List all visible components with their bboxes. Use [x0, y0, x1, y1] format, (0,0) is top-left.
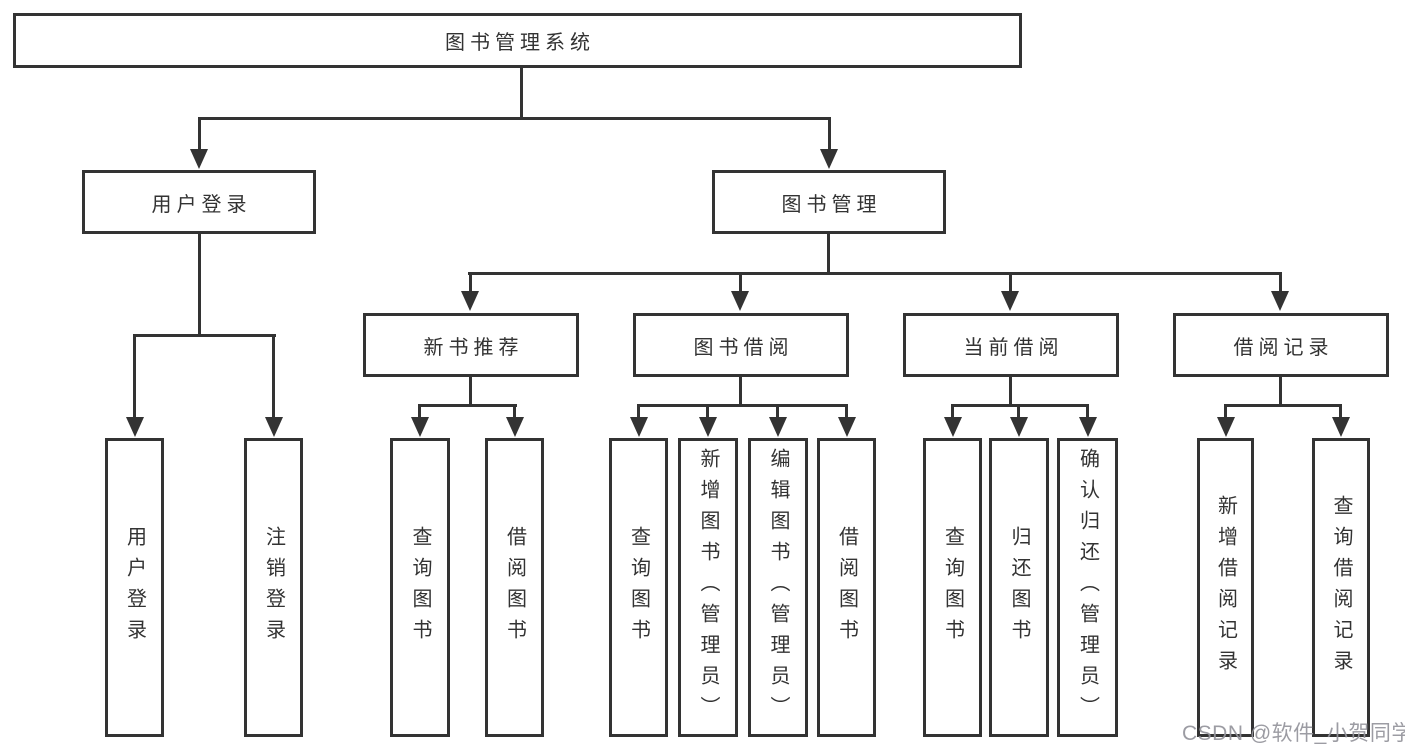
connector-line — [637, 404, 848, 407]
arrow-down-icon — [944, 417, 962, 437]
connector-line — [513, 404, 516, 419]
leaf-query-book-current-label: 查询图书 — [941, 525, 964, 650]
leaf-add-book-admin: 新增图书（管理员） — [678, 438, 738, 737]
leaf-edit-book-admin-label: 编辑图书（管理员） — [767, 448, 789, 727]
leaf-query-borrow-record: 查询借阅记录 — [1312, 438, 1370, 737]
leaf-add-borrow-record-label: 新增借阅记录 — [1214, 494, 1237, 681]
connector-line — [1009, 272, 1012, 293]
connector-line — [418, 404, 421, 419]
connector-line — [1086, 404, 1089, 419]
connector-line — [845, 404, 848, 419]
leaf-query-book-current: 查询图书 — [923, 438, 982, 737]
arrow-down-icon — [411, 417, 429, 437]
connector-line — [133, 334, 276, 337]
leaf-add-book-admin-label: 新增图书（管理员） — [697, 448, 719, 727]
arrow-down-icon — [820, 149, 838, 169]
connector-line — [198, 117, 201, 151]
arrow-down-icon — [838, 417, 856, 437]
arrow-down-icon — [461, 291, 479, 311]
connector-line — [469, 375, 472, 407]
connector-line — [520, 66, 523, 119]
arrow-down-icon — [190, 149, 208, 169]
connector-line — [739, 375, 742, 407]
connector-line — [1009, 375, 1012, 407]
arrow-down-icon — [731, 291, 749, 311]
leaf-borrow-book-label: 借阅图书 — [835, 525, 858, 650]
arrow-down-icon — [126, 417, 144, 437]
arrow-down-icon — [1079, 417, 1097, 437]
leaf-query-book-recommend-label: 查询图书 — [409, 525, 431, 650]
node-user-login-label: 用户登录 — [151, 193, 252, 216]
leaf-confirm-return-admin: 确认归还（管理员） — [1057, 438, 1118, 737]
node-current-borrowing: 当前借阅 — [903, 313, 1119, 377]
node-book-borrowing-label: 图书借阅 — [693, 336, 794, 359]
connector-line — [637, 404, 640, 419]
connector-line — [828, 117, 831, 151]
connector-line — [198, 232, 201, 335]
arrow-down-icon — [630, 417, 648, 437]
connector-line — [776, 404, 779, 419]
node-borrowing-records-label: 借阅记录 — [1233, 336, 1334, 359]
node-book-management: 图书管理 — [712, 170, 946, 234]
leaf-add-borrow-record: 新增借阅记录 — [1197, 438, 1254, 737]
leaf-return-book-label: 归还图书 — [1008, 525, 1030, 650]
node-root-label: 图书管理系统 — [445, 32, 595, 54]
connector-line — [1224, 404, 1342, 407]
node-book-borrowing: 图书借阅 — [633, 313, 849, 377]
node-user-login: 用户登录 — [82, 170, 316, 234]
connector-line — [133, 334, 136, 419]
arrow-down-icon — [1217, 417, 1235, 437]
leaf-user-login: 用户登录 — [105, 438, 164, 737]
arrow-down-icon — [265, 417, 283, 437]
node-new-book-recommend: 新书推荐 — [363, 313, 579, 377]
leaf-query-book-borrowing-label: 查询图书 — [627, 525, 650, 650]
connector-line — [272, 334, 275, 419]
connector-line — [1224, 404, 1227, 419]
connector-line — [468, 272, 1281, 275]
connector-line — [1279, 272, 1282, 293]
leaf-logout: 注销登录 — [244, 438, 303, 737]
arrow-down-icon — [1010, 417, 1028, 437]
node-root: 图书管理系统 — [13, 13, 1022, 68]
connector-line — [469, 272, 472, 293]
connector-line — [418, 404, 517, 407]
connector-line — [1279, 375, 1282, 407]
connector-line — [1339, 404, 1342, 419]
csdn-watermark: CSDN @软件_小贺同学 — [1182, 722, 1405, 745]
leaf-query-book-recommend: 查询图书 — [390, 438, 450, 737]
connector-line — [739, 272, 742, 293]
leaf-query-borrow-record-label: 查询借阅记录 — [1330, 494, 1352, 681]
node-current-borrowing-label: 当前借阅 — [963, 336, 1064, 359]
connector-line — [706, 404, 709, 419]
arrow-down-icon — [1271, 291, 1289, 311]
leaf-borrow-book-recommend: 借阅图书 — [485, 438, 544, 737]
node-new-book-recommend-label: 新书推荐 — [423, 336, 524, 359]
arrow-down-icon — [506, 417, 524, 437]
leaf-confirm-return-admin-label: 确认归还（管理员） — [1076, 448, 1099, 727]
connector-line — [198, 117, 830, 120]
node-borrowing-records: 借阅记录 — [1173, 313, 1389, 377]
connector-line — [827, 232, 830, 275]
connector-line — [951, 404, 954, 419]
leaf-query-book-borrowing: 查询图书 — [609, 438, 668, 737]
leaf-return-book: 归还图书 — [989, 438, 1049, 737]
connector-line — [951, 404, 1089, 407]
leaf-user-login-label: 用户登录 — [123, 525, 146, 650]
connector-line — [1017, 404, 1020, 419]
arrow-down-icon — [769, 417, 787, 437]
leaf-borrow-book-recommend-label: 借阅图书 — [503, 525, 526, 650]
leaf-edit-book-admin: 编辑图书（管理员） — [748, 438, 808, 737]
leaf-logout-label: 注销登录 — [262, 525, 285, 650]
arrow-down-icon — [1332, 417, 1350, 437]
leaf-borrow-book: 借阅图书 — [817, 438, 876, 737]
node-book-management-label: 图书管理 — [781, 193, 882, 216]
arrow-down-icon — [699, 417, 717, 437]
arrow-down-icon — [1001, 291, 1019, 311]
